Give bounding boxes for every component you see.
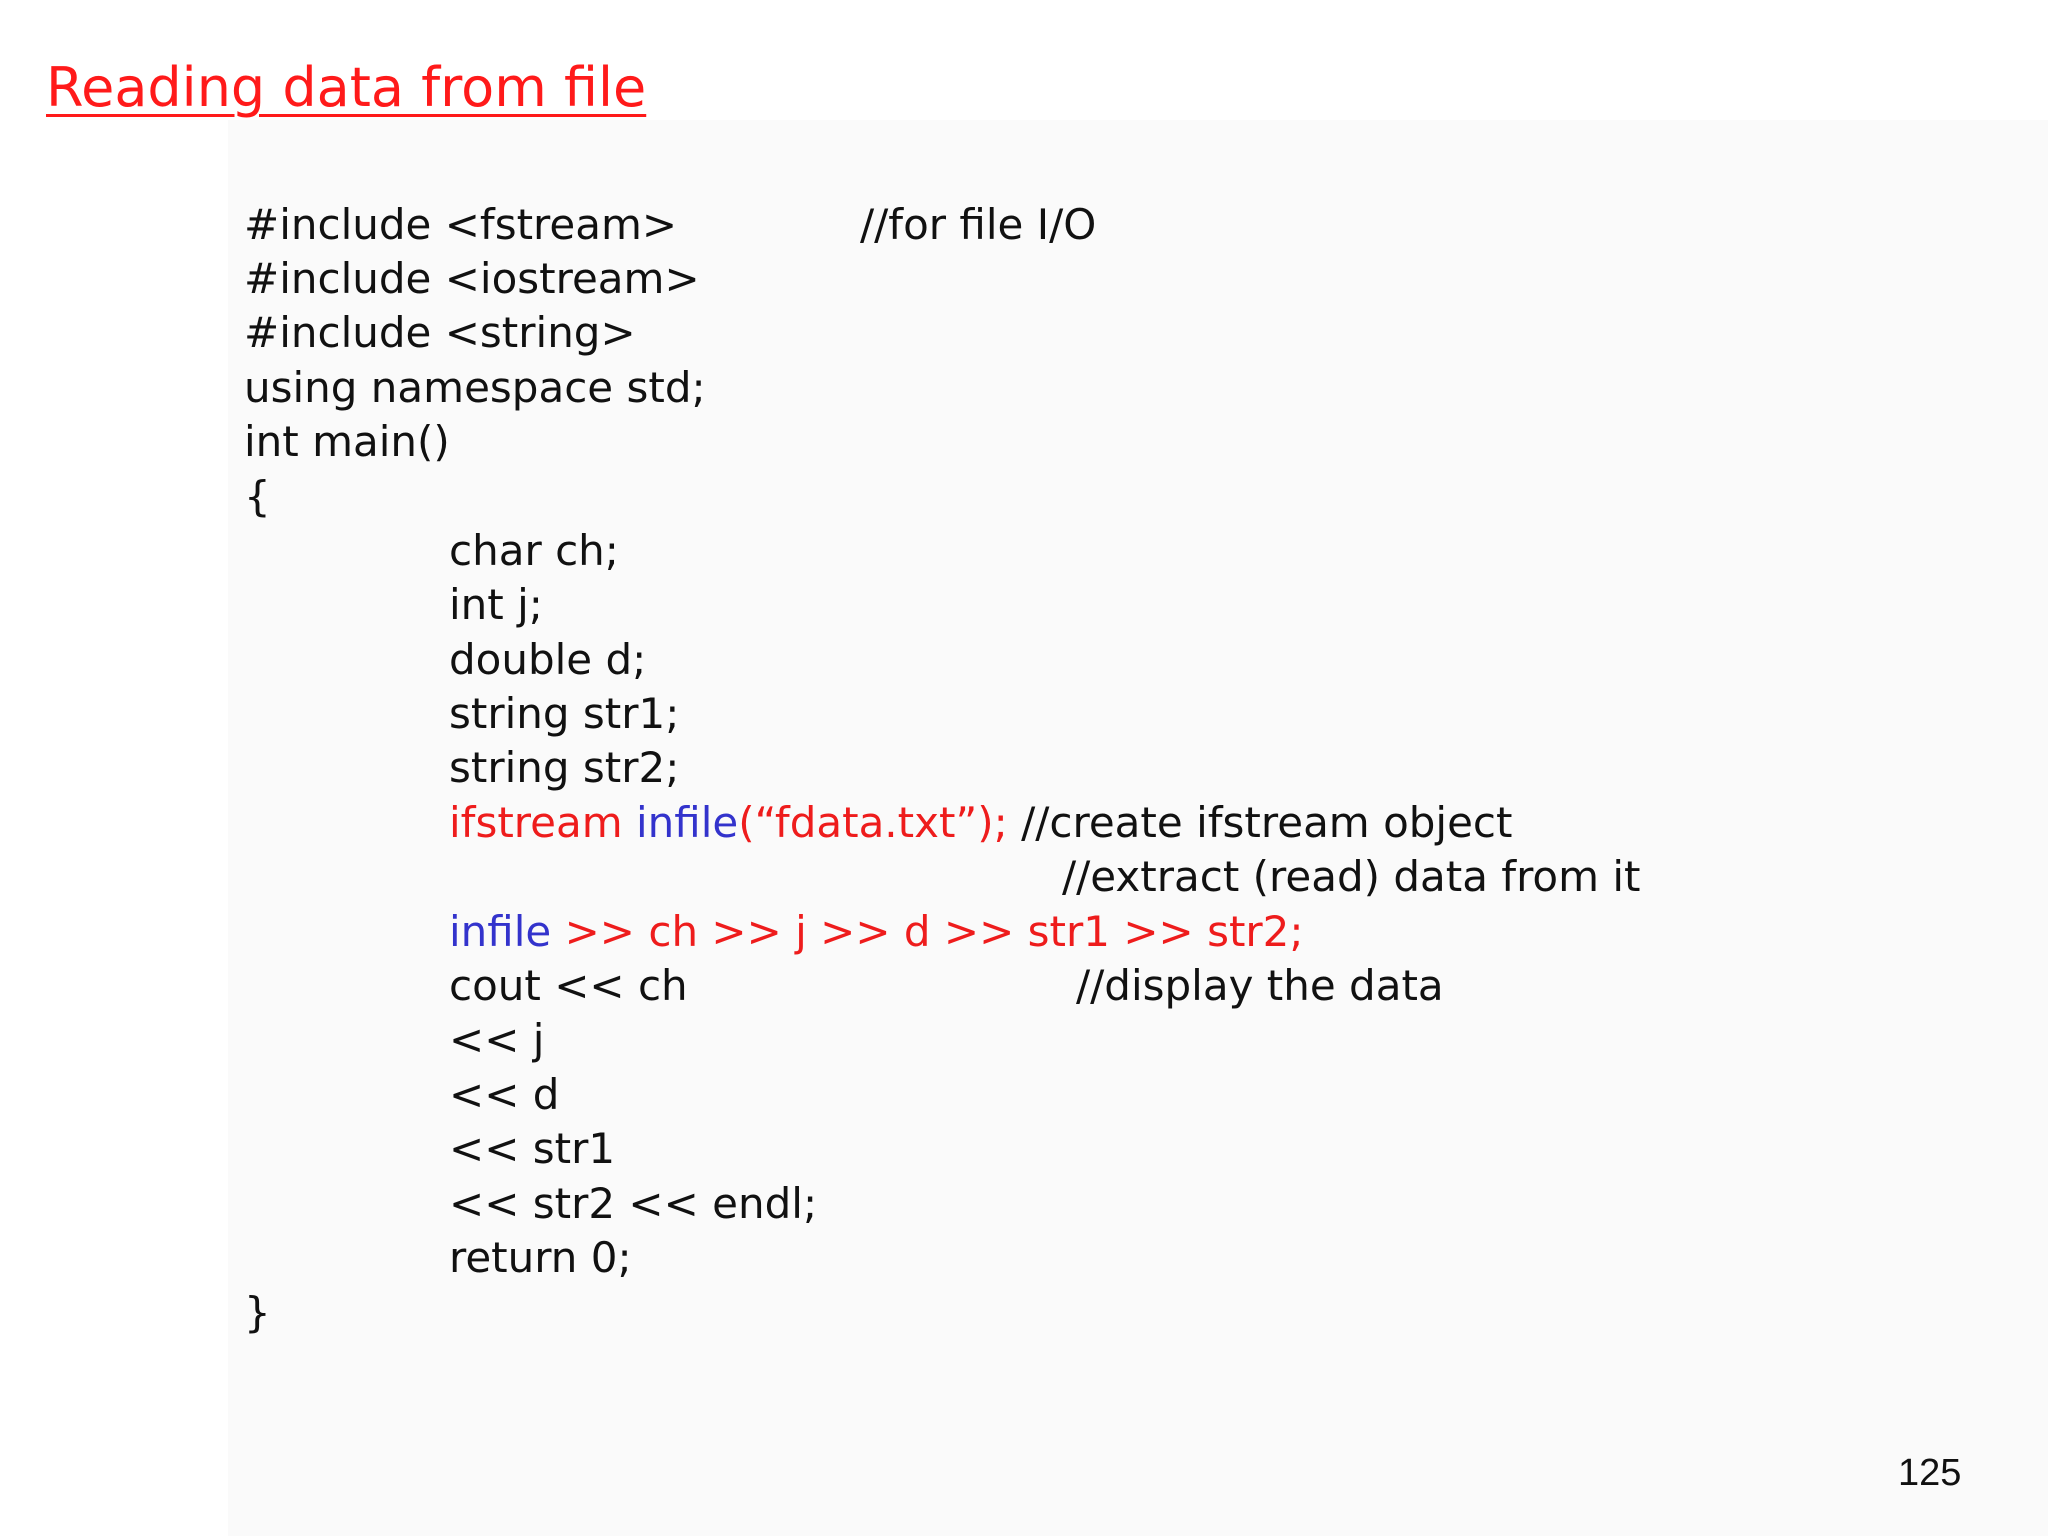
ifstream-object-name: infile [636,798,739,847]
code-line-return: return 0; [449,1233,632,1282]
page-number: 125 [1898,1452,1962,1494]
comment-display-data: //display the data [1076,961,1444,1010]
code-line-include-fstream: #include <fstream> [244,200,678,249]
comment-file-io: //for file I/O [860,200,1097,249]
ifstream-keyword: ifstream [449,798,636,847]
code-line-ifstream: ifstream infile(“fdata.txt”); //create i… [449,796,1513,850]
code-line-open-brace: { [244,472,271,521]
code-line-extract: infile >> ch >> j >> d >> str1 >> str2; [449,905,1304,959]
comment-extract-data: //extract (read) data from it [1062,852,1641,901]
code-line-main-signature: int main() [244,417,450,466]
code-line-decl-str2: string str2; [449,743,680,792]
code-panel-background [228,120,2048,1536]
code-line-using-namespace: using namespace std; [244,363,706,412]
extract-expression: >> ch >> j >> d >> str1 >> str2; [551,907,1304,956]
code-line-cout-d: << d [449,1070,560,1119]
ifstream-arguments: (“fdata.txt”); [738,798,1008,847]
code-line-include-string: #include <string> [244,308,636,357]
code-line-decl-str1: string str1; [449,689,680,738]
code-line-cout-ch: cout << ch [449,961,688,1010]
comment-create-ifstream: //create ifstream object [1007,798,1513,847]
code-line-include-iostream: #include <iostream> [244,254,700,303]
code-line-cout-str2: << str2 << endl; [449,1179,818,1228]
code-line-cout-j: << j [449,1015,545,1064]
slide-title: Reading data from file [46,56,647,119]
code-line-close-brace: } [244,1288,271,1337]
extract-object-name: infile [449,907,552,956]
code-line-cout-str1: << str1 [449,1124,616,1173]
code-line-decl-j: int j; [449,580,543,629]
code-line-decl-d: double d; [449,635,647,684]
code-line-decl-ch: char ch; [449,526,619,575]
